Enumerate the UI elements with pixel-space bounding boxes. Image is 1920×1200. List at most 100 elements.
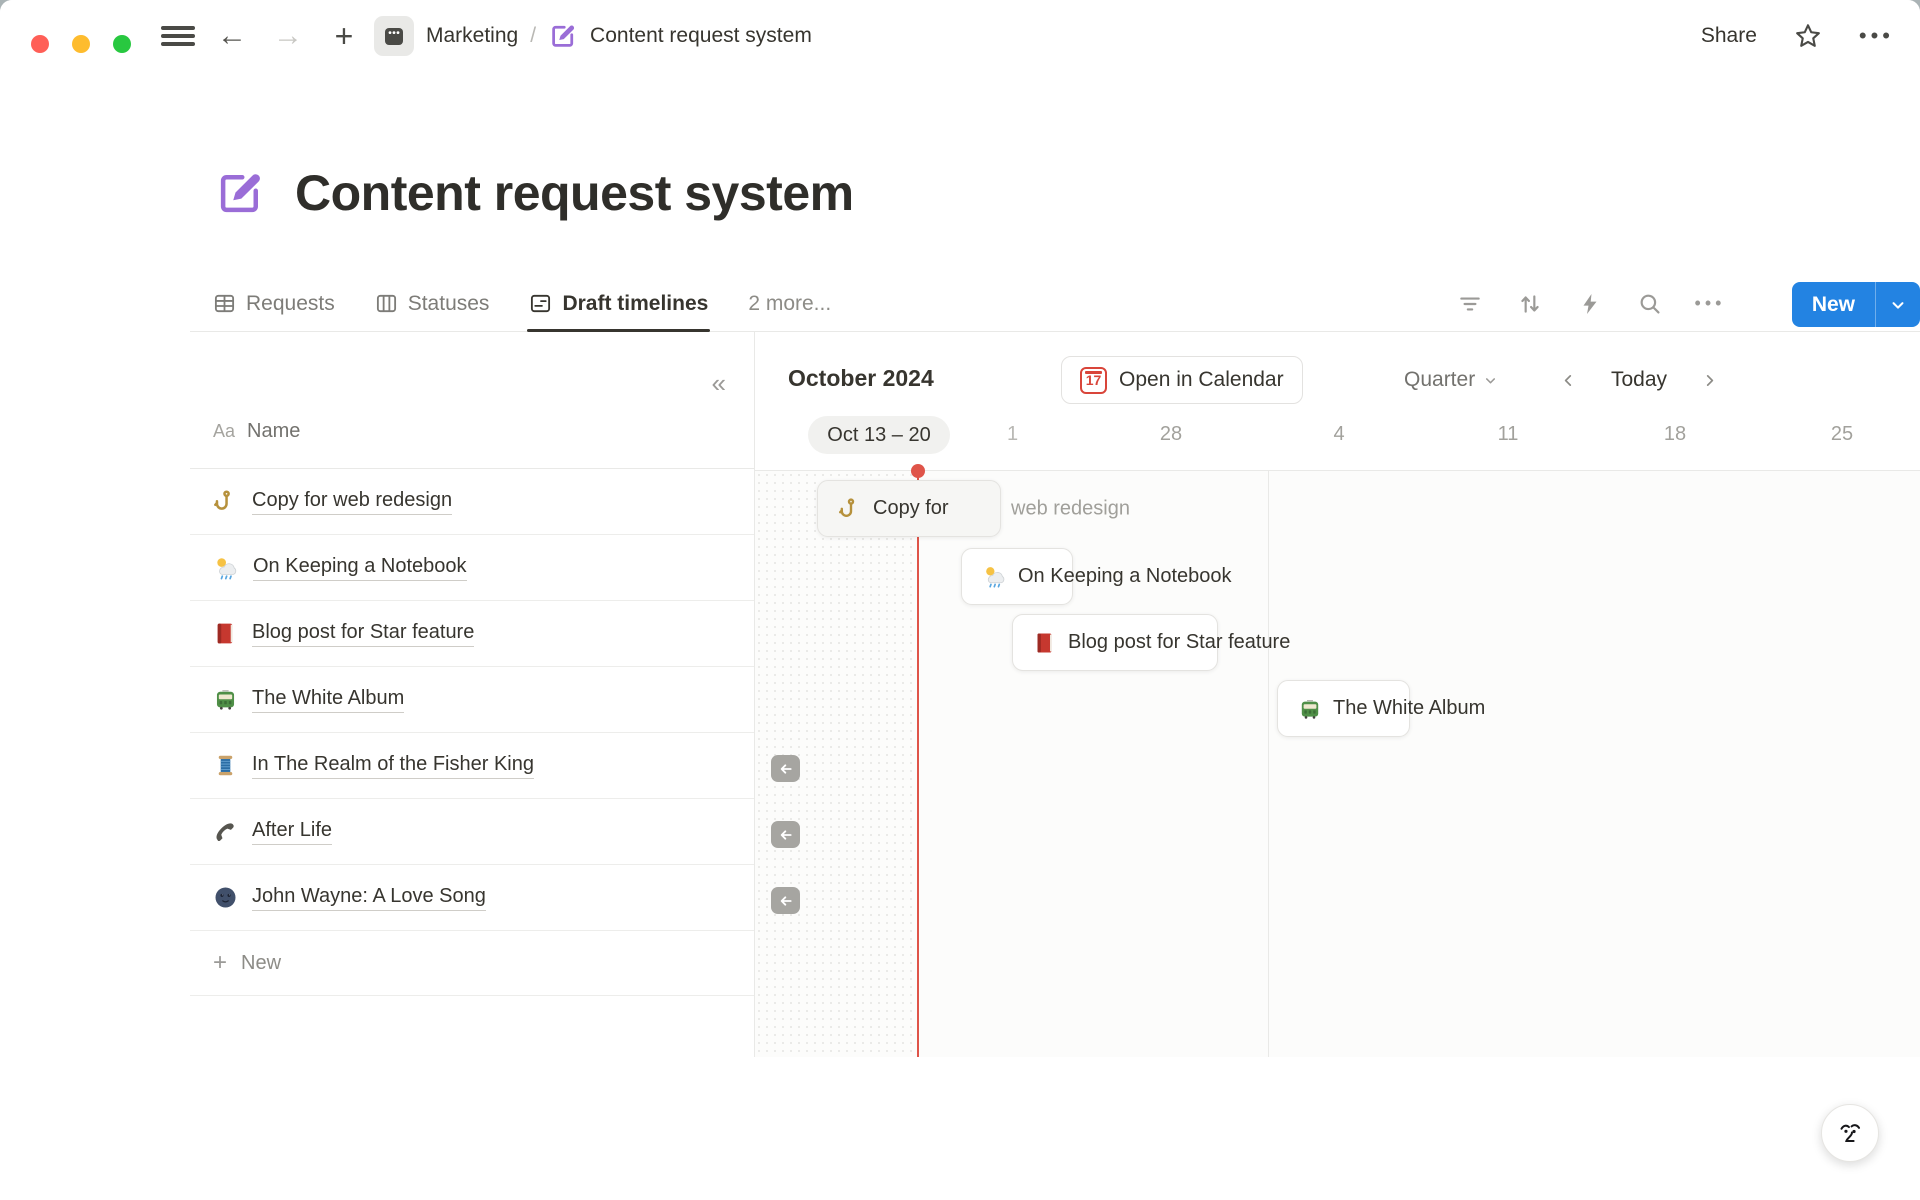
bar-label: The White Album [1333, 697, 1486, 719]
automation-lightning-icon[interactable] [1573, 287, 1607, 321]
axis-tick: 25 [1830, 423, 1854, 445]
sun-behind-rain-cloud-emoji-icon [213, 555, 239, 581]
timeline-bar-wrap: Copy for web redesign [817, 480, 1130, 537]
previous-period-icon[interactable] [1560, 372, 1577, 389]
tab-label: Draft timelines [562, 291, 709, 315]
table-row[interactable]: Blog post for Star feature [190, 600, 754, 666]
page-link[interactable]: After Life [252, 819, 333, 845]
workspace-box-icon[interactable] [374, 16, 414, 56]
timeline-view-icon [529, 292, 552, 315]
close-window-button[interactable] [31, 35, 49, 53]
timeline-zoom-select[interactable]: Quarter [1404, 356, 1498, 404]
minimize-window-button[interactable] [72, 35, 90, 53]
page-link[interactable]: John Wayne: A Love Song [252, 885, 486, 911]
today-line [917, 471, 919, 1057]
timeline-bar[interactable]: The White Album [1277, 680, 1485, 737]
plus-icon: + [213, 949, 228, 976]
scroll-to-item-left-button[interactable] [771, 887, 800, 914]
new-record-button[interactable]: New [1791, 282, 1920, 327]
timeline-month-label: October 2024 [788, 365, 934, 391]
favorite-star-icon[interactable] [1791, 19, 1825, 53]
ai-face-icon [1840, 1124, 1861, 1142]
zoom-select-value: Quarter [1404, 368, 1476, 391]
calendar-icon: 17 [1080, 366, 1107, 394]
page-link[interactable]: Blog post for Star feature [252, 621, 475, 647]
table-row[interactable]: The White Album [190, 666, 754, 732]
new-button-label[interactable]: New [1811, 292, 1855, 316]
name-column-header[interactable]: Name [247, 420, 301, 442]
table-row[interactable]: On Keeping a Notebook [190, 534, 754, 600]
closed-book-emoji-icon [213, 621, 238, 646]
bar-label: On Keeping a Notebook [1018, 565, 1232, 587]
tram-emoji-icon [1298, 697, 1322, 721]
breadcrumb-page[interactable]: Content request system [590, 24, 812, 47]
share-button[interactable]: Share [1700, 24, 1757, 47]
table-row[interactable]: Copy for web redesign [190, 468, 754, 534]
table-view-icon [213, 292, 236, 315]
new-moon-face-emoji-icon [213, 885, 238, 910]
sidebar-toggle-icon[interactable] [158, 0, 198, 72]
sun-behind-rain-cloud-emoji-icon [982, 564, 1007, 589]
timeline-bar[interactable]: On Keeping a Notebook [961, 548, 1232, 605]
table-row[interactable]: After Life [190, 798, 754, 864]
view-tabbar: Requests Statuses Draft timelines 2 more… [190, 276, 1920, 332]
bar-label: Copy for [873, 497, 949, 519]
axis-tick: 1 [1007, 423, 1019, 445]
hook-emoji-icon [213, 489, 238, 514]
tab-label: Statuses [407, 291, 490, 315]
tab-draft-timelines[interactable]: Draft timelines [527, 276, 711, 332]
open-in-calendar-button[interactable]: 17 Open in Calendar [1061, 356, 1303, 404]
new-row-label: New [241, 951, 282, 974]
timeline-bar[interactable]: Blog post for Star feature [1012, 614, 1290, 671]
search-icon[interactable] [1633, 287, 1667, 321]
add-new-row-button[interactable]: + New [190, 930, 754, 996]
today-dot [911, 464, 925, 478]
timeline-pane: October 2024 17 Open in Calendar Quarter… [755, 332, 1920, 1057]
compose-icon [548, 21, 578, 51]
table-row[interactable]: John Wayne: A Love Song [190, 864, 754, 930]
timeline-grid[interactable]: Copy for web redesign On Keeping a Noteb… [755, 464, 1920, 1057]
more-views-button[interactable]: 2 more... [748, 291, 832, 315]
page-link[interactable]: The White Album [252, 687, 405, 713]
timeline-bar[interactable]: Copy for [817, 480, 1001, 537]
collapse-panel-icon[interactable]: « [711, 368, 726, 398]
today-button[interactable]: Today [1611, 368, 1668, 391]
axis-tick: 28 [1159, 423, 1183, 445]
axis-tick: 4 [1333, 423, 1345, 445]
page-link[interactable]: On Keeping a Notebook [253, 555, 467, 581]
page-link[interactable]: In The Realm of the Fisher King [252, 753, 534, 779]
new-dropdown-chevron-icon[interactable] [1876, 282, 1920, 327]
new-tab-icon[interactable]: + [334, 17, 354, 54]
breadcrumb: Marketing / Content request system [374, 0, 812, 72]
page-title: Content request system [295, 165, 854, 221]
hook-emoji-icon [838, 497, 862, 521]
view-options-icon[interactable]: ••• [1694, 293, 1726, 313]
window-titlebar: ← → + Marketing / Content request system… [0, 0, 1920, 72]
breadcrumb-workspace[interactable]: Marketing [426, 24, 519, 47]
back-icon[interactable]: ← [217, 19, 247, 52]
scroll-to-item-left-button[interactable] [771, 755, 800, 782]
notion-ai-button[interactable] [1821, 1104, 1879, 1162]
scroll-to-item-left-button[interactable] [771, 821, 800, 848]
sort-icon[interactable] [1513, 287, 1547, 321]
name-property-type-icon: Aa [213, 421, 236, 441]
next-period-icon[interactable] [1701, 372, 1718, 389]
selected-week-pill[interactable]: Oct 13 – 20 [808, 416, 950, 454]
open-in-calendar-label: Open in Calendar [1119, 368, 1284, 391]
filter-icon[interactable] [1453, 287, 1487, 321]
panel-divider[interactable] [754, 332, 755, 1057]
tab-statuses[interactable]: Statuses [375, 276, 490, 331]
zoom-window-button[interactable] [113, 35, 131, 53]
board-view-icon [375, 292, 398, 315]
chevron-down-icon [1486, 377, 1496, 383]
table-row[interactable]: In The Realm of the Fisher King [190, 732, 754, 798]
page-compose-icon [213, 166, 267, 220]
page-link[interactable]: Copy for web redesign [252, 489, 453, 515]
tram-emoji-icon [213, 687, 238, 712]
telephone-receiver-emoji-icon [213, 819, 238, 844]
month-boundary-line [1268, 471, 1269, 1057]
tab-requests[interactable]: Requests [213, 276, 335, 331]
more-options-icon[interactable]: ••• [1858, 23, 1894, 48]
axis-tick: 11 [1497, 423, 1519, 445]
